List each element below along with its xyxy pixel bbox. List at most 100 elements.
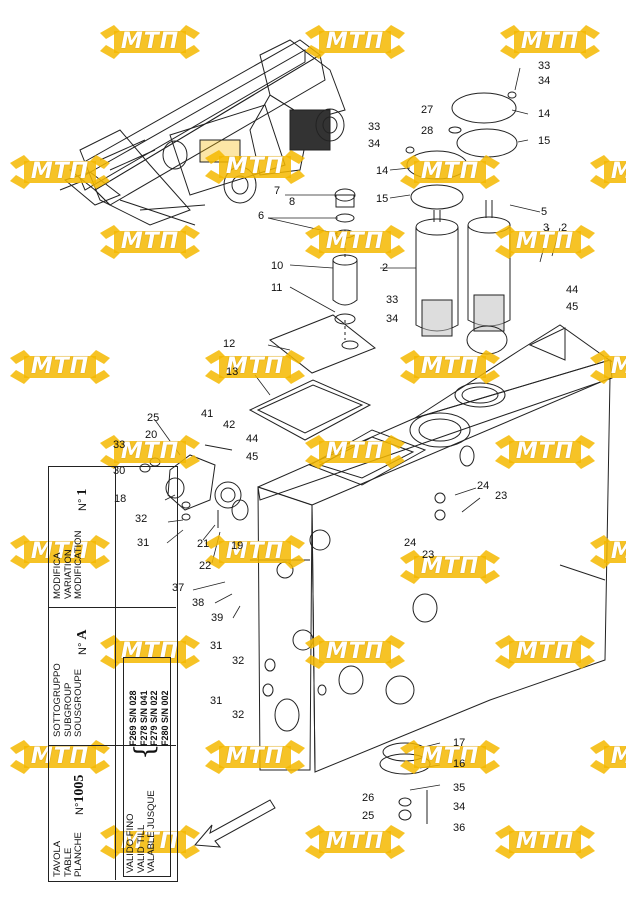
- callout-31: 31: [137, 537, 150, 549]
- mtp-watermark-logo: МТП: [100, 825, 200, 859]
- callout-31: 31: [210, 640, 223, 652]
- callout-31: 31: [210, 695, 223, 707]
- callout-24: 24: [404, 537, 417, 549]
- mtp-watermark-logo: МТП: [205, 535, 305, 569]
- mtp-watermark-logo: МТП: [100, 435, 200, 469]
- title-block: MODIFICA VARIATION MODIFICATION N° 1 SOT…: [48, 466, 178, 882]
- callout-27: 27: [421, 104, 434, 116]
- mtp-watermark-logo: МТП: [10, 155, 110, 189]
- callout-20: 20: [145, 429, 158, 441]
- mtp-watermark-logo: МТП: [400, 155, 500, 189]
- callout-41: 41: [201, 408, 214, 420]
- validity-labels: VALIDO FINO VALID TILL VALABLE JUSQUE: [125, 790, 157, 873]
- callout-23: 23: [422, 549, 435, 561]
- callout-34: 34: [386, 313, 399, 325]
- callout-6: 6: [258, 210, 265, 222]
- table-labels: TAVOLA TABLE PLANCHE: [52, 832, 84, 877]
- mtp-watermark-logo: МТП: [590, 350, 626, 384]
- callout-18: 18: [114, 493, 127, 505]
- callout-24: 24: [477, 480, 490, 492]
- callout-42: 42: [223, 419, 236, 431]
- mtp-watermark-logo: МТП: [590, 155, 626, 189]
- mtp-watermark-logo: МТП: [10, 535, 110, 569]
- mtp-watermark-logo: МТП: [305, 635, 405, 669]
- callout-15: 15: [538, 135, 551, 147]
- callout-33: 33: [386, 294, 399, 306]
- callout-13: 13: [226, 366, 239, 378]
- mtp-watermark-logo: МТП: [305, 225, 405, 259]
- mtp-watermark-logo: МТП: [305, 825, 405, 859]
- callout-22: 22: [199, 560, 212, 572]
- mtp-watermark-logo: МТП: [495, 225, 595, 259]
- mtp-watermark-logo: МТП: [100, 225, 200, 259]
- callout-12: 12: [223, 338, 236, 350]
- callout-34: 34: [453, 801, 466, 813]
- modification-no: N° 1: [75, 488, 90, 511]
- mtp-watermark-logo: МТП: [205, 350, 305, 384]
- callout-32: 32: [232, 655, 245, 667]
- callout-33: 33: [113, 439, 126, 451]
- reach-stacker-illustration: [59, 39, 346, 226]
- callout-33: 33: [538, 60, 551, 72]
- callout-8: 8: [289, 196, 296, 208]
- mtp-watermark-logo: МТП: [500, 25, 600, 59]
- callout-34: 34: [368, 138, 381, 150]
- callout-3: 3: [543, 222, 550, 234]
- callout-32: 32: [135, 513, 148, 525]
- callout-38: 38: [192, 597, 205, 609]
- mtp-watermark-logo: МТП: [400, 350, 500, 384]
- mtp-watermark-logo: МТП: [305, 25, 405, 59]
- valve-block: [139, 444, 249, 528]
- mtp-watermark-logo: МТП: [495, 825, 595, 859]
- validity-box: VALIDO FINO VALID TILL VALABLE JUSQUE { …: [123, 657, 171, 877]
- filter-cartridges: [410, 184, 511, 355]
- callout-36: 36: [453, 822, 466, 834]
- mtp-watermark-logo: МТП: [305, 435, 405, 469]
- mtp-watermark-logo: МТП: [495, 635, 595, 669]
- mtp-watermark-logo: МТП: [10, 350, 110, 384]
- table-no: N°1005: [72, 774, 87, 815]
- callout-39: 39: [211, 612, 224, 624]
- callout-44: 44: [566, 284, 579, 296]
- subgroup-no: N° A: [75, 629, 90, 655]
- callout-37: 37: [172, 582, 185, 594]
- callout-25: 25: [147, 412, 160, 424]
- mtp-watermark-logo: МТП: [400, 550, 500, 584]
- mtp-watermark-logo: МТП: [205, 740, 305, 774]
- callout-33: 33: [368, 121, 381, 133]
- callout-28: 28: [421, 125, 434, 137]
- direction-arrow: [193, 799, 276, 848]
- mtp-watermark-logo: МТП: [400, 740, 500, 774]
- mtp-watermark-logo: МТП: [10, 740, 110, 774]
- callout-19: 19: [231, 540, 244, 552]
- callout-34: 34: [538, 75, 551, 87]
- callout-35: 35: [453, 782, 466, 794]
- serial-list: F269 S/N 028 F278 S/N 041 F279 S/N 022 F…: [128, 690, 170, 746]
- callout-14: 14: [538, 108, 551, 120]
- callout-44: 44: [246, 433, 259, 445]
- callout-11: 11: [271, 282, 283, 294]
- callout-45: 45: [246, 451, 259, 463]
- callout-32: 32: [232, 709, 245, 721]
- mtp-watermark-logo: МТП: [495, 435, 595, 469]
- callout-26: 26: [362, 792, 375, 804]
- mtp-watermark-logo: МТП: [590, 740, 626, 774]
- callout-30: 30: [113, 465, 126, 477]
- callout-15: 15: [376, 193, 389, 205]
- callout-23: 23: [495, 490, 508, 502]
- callout-10: 10: [271, 260, 284, 272]
- callout-45: 45: [566, 301, 579, 313]
- subgroup-labels: SOTTOGRUPPO SUBGROUP SOUSGROUPE: [52, 663, 84, 737]
- mtp-watermark-logo: МТП: [590, 535, 626, 569]
- callout-14: 14: [376, 165, 389, 177]
- modification-labels: MODIFICA VARIATION MODIFICATION: [52, 530, 84, 599]
- callout-2: 2: [561, 222, 568, 234]
- callout-17: 17: [453, 737, 466, 749]
- mtp-watermark-logo: МТП: [100, 25, 200, 59]
- callout-7: 7: [274, 185, 281, 197]
- callout-21: 21: [197, 538, 210, 550]
- callout-16: 16: [453, 758, 466, 770]
- mtp-watermark-logo: МТП: [205, 150, 305, 184]
- callout-25: 25: [362, 810, 375, 822]
